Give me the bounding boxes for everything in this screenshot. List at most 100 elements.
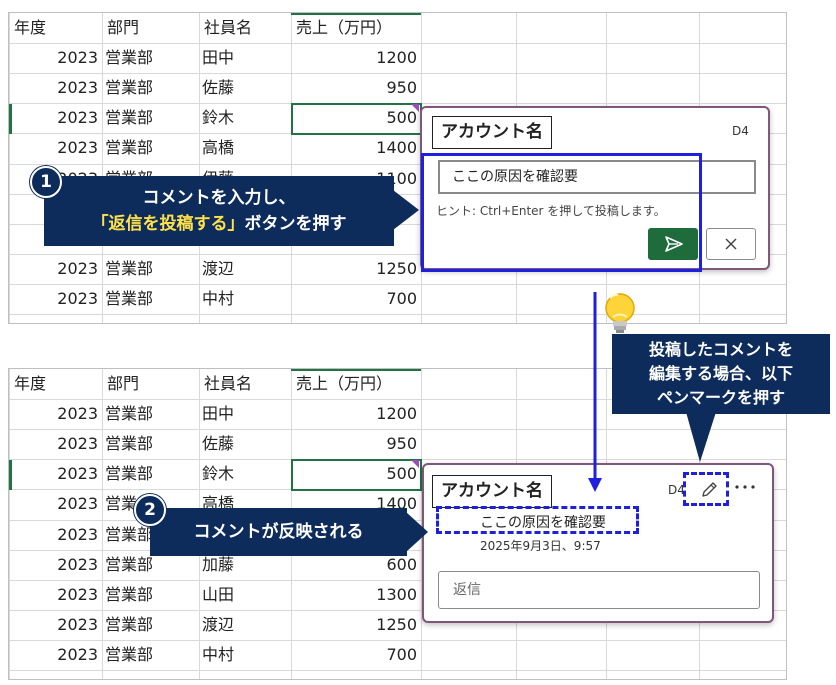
table-cell[interactable]: 1250 (376, 259, 417, 278)
table-cell[interactable]: 2023 (57, 555, 98, 574)
table-cell[interactable]: 営業部 (105, 259, 154, 278)
comment-indicator (411, 104, 419, 112)
table-cell[interactable]: 2023 (57, 615, 98, 634)
table-cell[interactable]: 700 (386, 289, 417, 308)
column-header[interactable]: 年度 (14, 374, 47, 393)
column-header[interactable]: 社員名 (204, 374, 253, 393)
table-cell[interactable]: 田中 (202, 48, 235, 67)
account-name: アカウント名 (432, 116, 552, 149)
table-cell[interactable]: 2023 (57, 48, 98, 67)
table-cell[interactable]: 1250 (376, 615, 417, 634)
table-cell[interactable]: 2023 (57, 464, 98, 483)
table-cell[interactable]: 2023 (57, 494, 98, 513)
grid-line (9, 670, 786, 671)
cell-reference: D4 (668, 483, 685, 497)
table-cell[interactable]: 1300 (376, 585, 417, 604)
table-cell[interactable]: 営業部 (105, 615, 154, 634)
table-cell[interactable]: 2023 (57, 645, 98, 664)
grid-line (9, 369, 10, 679)
table-cell[interactable]: 営業部 (105, 585, 154, 604)
table-cell[interactable]: 営業部 (105, 555, 154, 574)
grid-line (9, 399, 786, 400)
more-options-button[interactable] (730, 475, 760, 499)
edit-comment-button[interactable] (696, 477, 722, 503)
table-cell[interactable]: 営業部 (105, 78, 154, 97)
table-cell[interactable]: 鈴木 (202, 108, 235, 127)
column-header[interactable]: 部門 (107, 374, 140, 393)
tip-pointer (686, 412, 716, 462)
selected-cell-d4[interactable] (291, 459, 422, 491)
table-cell[interactable]: 田中 (202, 404, 235, 423)
table-cell[interactable]: 佐藤 (202, 78, 235, 97)
comment-input[interactable]: ここの原因を確認要 (438, 160, 756, 194)
table-cell[interactable]: 中村 (202, 645, 235, 664)
table-cell[interactable]: 700 (386, 645, 417, 664)
table-cell[interactable]: 500 (386, 108, 417, 127)
reply-input[interactable]: 返信 (438, 571, 760, 609)
table-cell[interactable]: 高橋 (202, 138, 235, 157)
cancel-button[interactable] (706, 228, 756, 260)
tip-line1: 投稿したコメントを (648, 340, 793, 359)
table-cell[interactable]: 営業部 (105, 404, 154, 423)
table-cell[interactable]: 2023 (57, 78, 98, 97)
table-cell[interactable]: 佐藤 (202, 434, 235, 453)
active-row-marker (9, 104, 12, 134)
table-cell[interactable]: 2023 (57, 289, 98, 308)
table-cell[interactable]: 営業部 (105, 289, 154, 308)
grid-line (9, 13, 10, 323)
table-cell[interactable]: 営業部 (105, 108, 154, 127)
tip-line3: ペンマークを押す (656, 388, 785, 407)
cell-reference: D4 (732, 124, 749, 138)
table-cell[interactable]: 渡辺 (202, 259, 235, 278)
grid-line (102, 13, 103, 323)
grid-line (291, 13, 292, 323)
grid-line (102, 369, 103, 679)
table-cell[interactable]: 600 (386, 555, 417, 574)
column-header[interactable]: 部門 (107, 18, 140, 37)
post-reply-button[interactable] (648, 228, 698, 260)
table-cell[interactable]: 2023 (57, 138, 98, 157)
table-cell[interactable]: 営業部 (105, 434, 154, 453)
posted-comment-panel: アカウント名 D4 ここの原因を確認要 2025年9月3日、9:57 返信 (422, 463, 774, 623)
table-cell[interactable]: 950 (386, 78, 417, 97)
table-cell[interactable]: 1200 (376, 404, 417, 423)
grid-line (421, 369, 422, 679)
step1-line1: コメントを入力し、 (142, 188, 296, 208)
table-cell[interactable]: 営業部 (105, 645, 154, 664)
column-header[interactable]: 社員名 (204, 18, 253, 37)
table-cell[interactable]: 2023 (57, 525, 98, 544)
table-cell[interactable]: 2023 (57, 108, 98, 127)
table-cell[interactable]: 950 (386, 434, 417, 453)
selected-column-indicator (291, 369, 421, 371)
step1-line2: ボタンを押す (244, 214, 347, 234)
table-cell[interactable]: 鈴木 (202, 464, 235, 483)
table-cell[interactable]: 2023 (57, 434, 98, 453)
column-header[interactable]: 売上（万円） (296, 18, 393, 37)
table-cell[interactable]: 営業部 (105, 138, 154, 157)
table-cell[interactable]: 渡辺 (202, 615, 235, 634)
column-header[interactable]: 年度 (14, 18, 47, 37)
table-cell[interactable]: 営業部 (105, 464, 154, 483)
reply-placeholder: 返信 (453, 582, 481, 598)
table-cell[interactable]: 営業部 (105, 525, 154, 544)
step1-badge: 1 (30, 166, 62, 198)
pencil-highlight (683, 472, 729, 506)
more-icon (735, 485, 755, 489)
table-cell[interactable]: 2023 (57, 585, 98, 604)
table-cell[interactable]: 500 (386, 464, 417, 483)
table-cell[interactable]: 営業部 (105, 48, 154, 67)
input-highlight-box (421, 153, 702, 272)
table-cell[interactable]: 1200 (376, 48, 417, 67)
column-header[interactable]: 売上（万円） (296, 374, 393, 393)
table-cell[interactable]: 2023 (57, 259, 98, 278)
table-cell[interactable]: 1400 (376, 138, 417, 157)
table-cell[interactable]: 加藤 (202, 555, 235, 574)
table-cell[interactable]: 中村 (202, 289, 235, 308)
comment-timestamp: 2025年9月3日、9:57 (480, 539, 601, 553)
comment-text: ここの原因を確認要 (480, 515, 606, 531)
table-cell[interactable]: 山田 (202, 585, 235, 604)
hint-text: ヒント: Ctrl+Enter を押して投稿します。 (436, 204, 666, 218)
table-cell[interactable]: 2023 (57, 404, 98, 423)
